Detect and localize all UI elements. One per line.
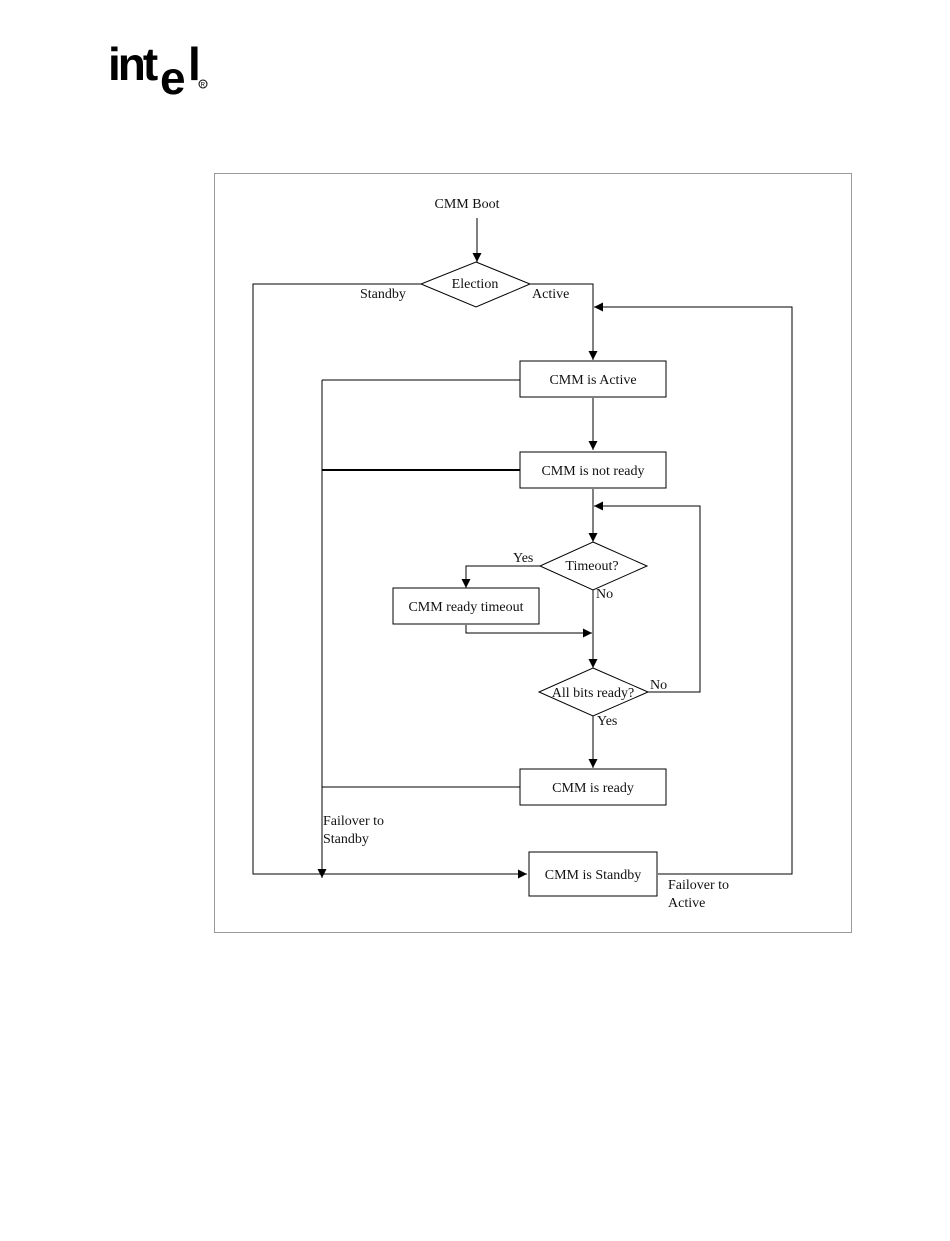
standby-edge-label: Standby: [360, 287, 406, 302]
timeout-label: Timeout?: [565, 559, 618, 574]
failover-standby-label-1: Failover to: [323, 814, 384, 829]
failover-active-label-2: Active: [668, 896, 705, 911]
timeout-no-label: No: [596, 587, 613, 602]
standby-label: CMM is Standby: [545, 868, 641, 883]
allbits-no-label: No: [650, 678, 667, 693]
active-edge-label: Active: [532, 287, 569, 302]
ready-label: CMM is ready: [552, 781, 634, 796]
edge-timeout-yes: [466, 566, 540, 588]
edge-readytimeout-merge: [466, 625, 592, 633]
failover-standby-label-2: Standby: [323, 832, 369, 847]
edge-election-standby: [253, 284, 527, 874]
active-label: CMM is Active: [549, 373, 636, 388]
allbits-label: All bits ready?: [552, 686, 634, 701]
election-label: Election: [452, 277, 499, 292]
allbits-yes-label: Yes: [597, 714, 617, 729]
readytimeout-label: CMM ready timeout: [408, 600, 523, 615]
boot-label: CMM Boot: [435, 197, 500, 212]
failover-active-label-1: Failover to: [668, 878, 729, 893]
timeout-yes-label: Yes: [513, 551, 533, 566]
notready-label: CMM is not ready: [541, 464, 644, 479]
